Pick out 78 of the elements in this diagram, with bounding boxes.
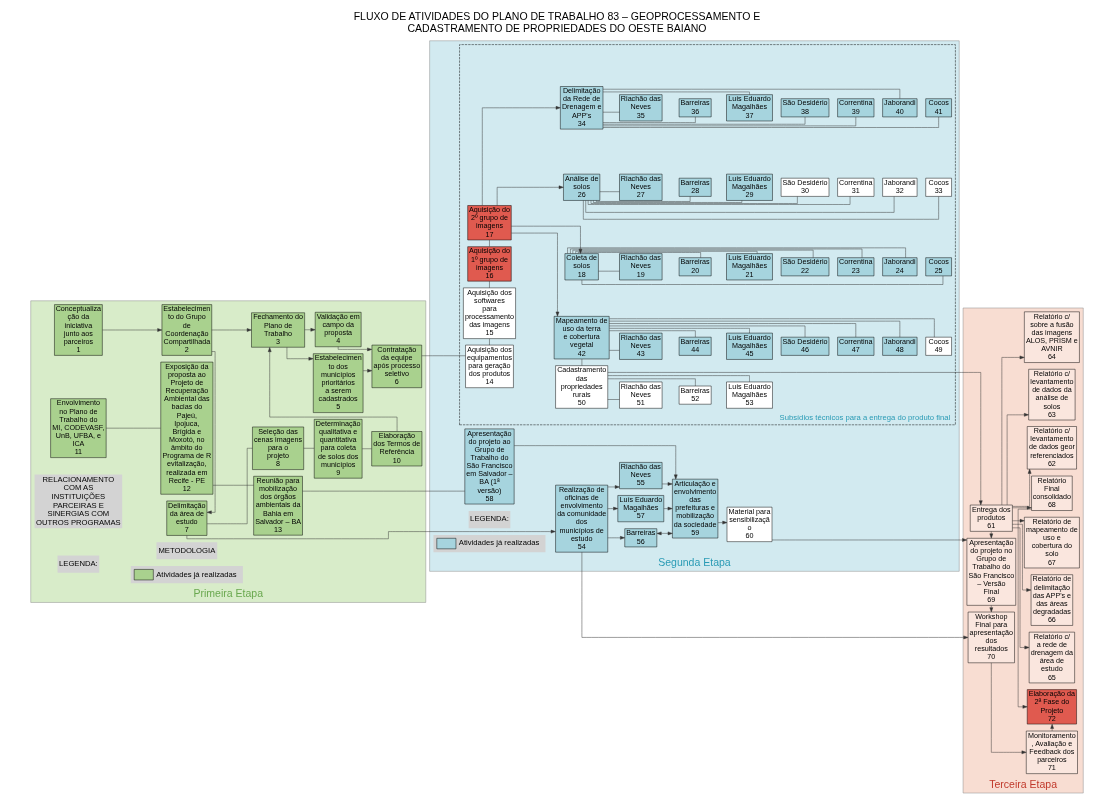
arrow [286,347,314,361]
connector [609,328,750,334]
connector [609,325,806,338]
arrow [989,531,994,539]
arrow [267,347,398,432]
legend-label: Atividades já realizadas [156,569,237,579]
label: LEGENDA: [470,514,509,524]
connector [607,375,750,382]
connector [608,320,901,338]
arrow [663,506,673,511]
connector [602,116,806,125]
connector [590,196,798,204]
arrow [607,506,619,511]
connector [212,485,254,486]
arrow [1050,723,1054,732]
arrow [607,485,620,489]
legend-label: Atividades já realizadas [458,538,540,548]
connector [602,116,857,127]
arrow [1001,355,1025,506]
connector [602,89,901,99]
connector [609,318,935,338]
label: RELACIONAMENTO COM AS INSTITUIÇÕES PARCEIRAS E SINERGIAS COM OUTROS PROGRAMAS [36,474,121,527]
connector [585,196,895,213]
diagram-title: FLUXO DE ATIVIDADES DO PLANO DE TRABALHO 83 – GEOPROCESSAMENTO E CADASTRAMENTO DE PROPRIEDADES DO OESTE BAIANO [353,10,761,34]
connector [596,196,691,202]
arrow [581,552,969,640]
arrow [1012,468,1032,507]
connector [609,330,696,338]
arrow [186,529,556,539]
arrow [102,328,163,332]
label: LEGENDA: [59,558,98,568]
arrow [607,372,983,506]
connector [489,239,490,247]
connector [607,378,696,387]
connector [105,427,161,429]
arrow [1006,413,1029,506]
arrow [991,662,1027,755]
connector [609,350,620,351]
arrow [482,106,561,206]
connector [361,448,372,449]
connector [206,448,253,524]
connector [577,252,701,258]
arrow [1012,519,1025,523]
arrow [1012,527,1030,650]
arrow [363,368,373,373]
connector [587,196,851,205]
connector [602,116,696,123]
arrow [304,328,316,332]
arrow [211,328,252,332]
connector [302,490,465,492]
connector [489,338,490,346]
connector [489,280,490,289]
connector [421,355,466,356]
connector [598,270,620,272]
arrow [496,185,564,206]
connector [575,251,758,254]
connector [608,323,857,338]
arrow [1017,508,1032,709]
label: METODOLOGIA [158,545,216,555]
arrow [717,520,728,525]
connector [599,191,620,192]
arrow [989,605,994,613]
connector [303,448,315,449]
arrow [656,531,673,536]
connector [581,358,583,366]
arrow [206,351,216,515]
arrow [1012,506,1032,510]
arrow [511,232,560,317]
arrow [771,538,967,542]
arrow [607,536,625,540]
connector [602,91,750,95]
connector [602,111,620,113]
arrow [1012,524,1032,592]
connector [593,200,743,203]
arrow [514,445,678,480]
arrow [661,482,673,486]
connector [583,196,939,220]
connector [607,399,620,400]
